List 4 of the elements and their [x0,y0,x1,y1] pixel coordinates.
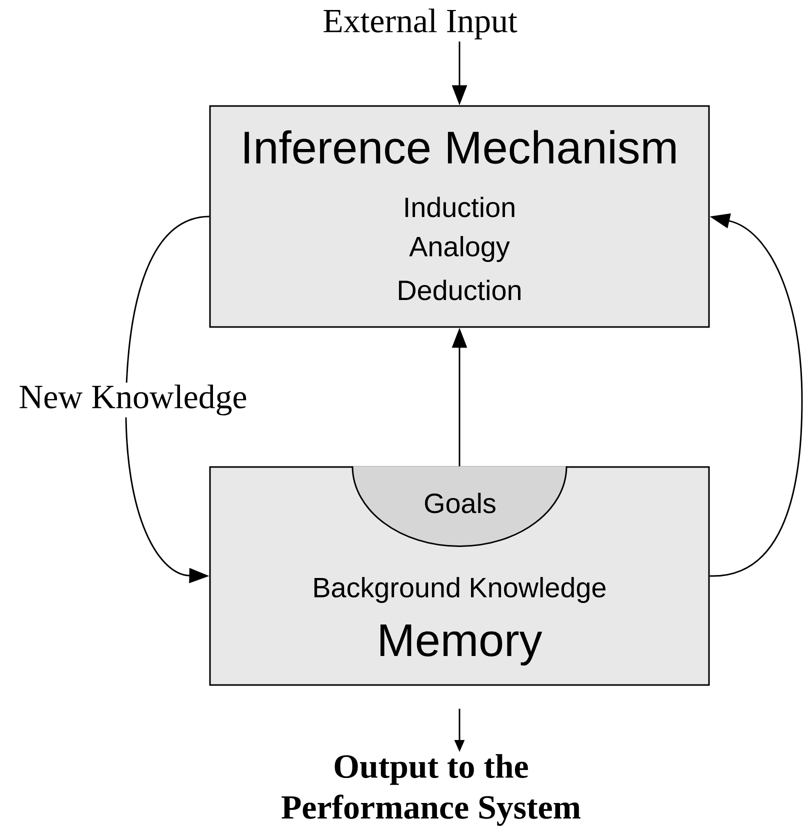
text-label: Output to the Performance System [282,754,580,826]
text-label: External Input [324,8,518,40]
edge-label: New Knowledge [16,382,250,418]
process-box: Inference Mechanism Induction Analogy Deduction [209,105,710,328]
